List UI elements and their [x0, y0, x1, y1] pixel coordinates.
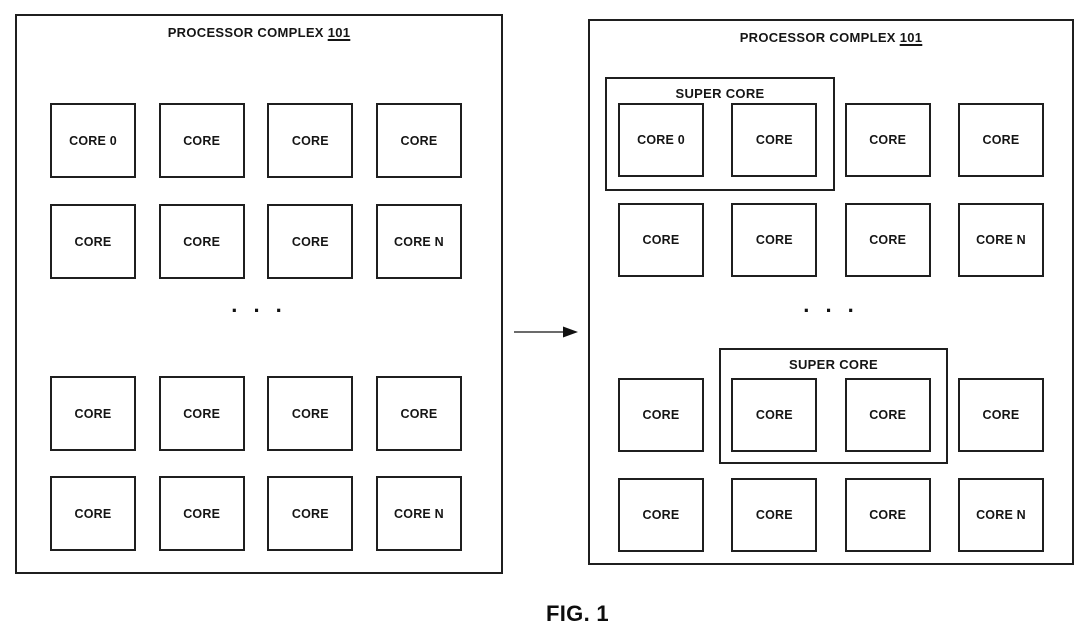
super-core-label: SUPER CORE: [675, 86, 765, 101]
core-row: CORE CORE CORE CORE: [17, 376, 501, 451]
core-box: CORE: [731, 378, 818, 452]
core-box: CORE: [957, 103, 1044, 177]
core-box: CORE: [375, 376, 462, 451]
panel-title-text: PROCESSOR COMPLEX: [167, 25, 324, 40]
core-box: CORE: [267, 476, 354, 551]
core-box: CORE 0: [50, 103, 136, 178]
transform-arrow-icon: [514, 326, 578, 338]
super-core-group: SUPER CORE: [719, 348, 948, 464]
panel-title-text: PROCESSOR COMPLEX: [739, 30, 896, 45]
core-box: CORE: [618, 203, 704, 277]
super-core-label: SUPER CORE: [789, 357, 878, 372]
core-box: CORE: [844, 103, 931, 177]
panel-title-ref: 101: [327, 25, 351, 40]
core-box: CORE 0: [618, 103, 704, 177]
panel-title-ref: 101: [899, 30, 923, 45]
core-box: CORE: [618, 478, 704, 552]
super-core-group: SUPER CORE: [605, 77, 835, 191]
core-box: CORE: [844, 203, 931, 277]
core-box: CORE: [50, 476, 136, 551]
core-row: CORE CORE CORE CORE: [590, 378, 1072, 452]
core-box: CORE: [267, 103, 354, 178]
core-box: CORE: [844, 478, 931, 552]
core-row: CORE 0 CORE CORE CORE: [17, 103, 501, 178]
core-box: CORE N: [957, 478, 1044, 552]
core-box: CORE: [844, 378, 931, 452]
core-box: CORE: [267, 204, 354, 279]
core-box: CORE: [158, 476, 245, 551]
core-box: CORE: [50, 204, 136, 279]
core-box: CORE: [731, 103, 818, 177]
processor-complex-before: PROCESSOR COMPLEX 101 CORE 0 CORE CORE C…: [15, 14, 503, 574]
core-row: CORE CORE CORE CORE N: [17, 204, 501, 279]
core-row: CORE 0 CORE CORE CORE: [590, 103, 1072, 177]
core-box: CORE: [158, 204, 245, 279]
core-box: CORE: [375, 103, 462, 178]
core-box: CORE: [158, 103, 245, 178]
core-box: CORE: [158, 376, 245, 451]
core-box: CORE: [957, 378, 1044, 452]
figure-caption: FIG. 1: [546, 601, 609, 626]
core-box: CORE: [50, 376, 136, 451]
panel-title: PROCESSOR COMPLEX 101: [17, 25, 501, 40]
core-row: CORE CORE CORE CORE N: [590, 203, 1072, 277]
core-box: CORE: [731, 203, 818, 277]
processor-complex-after: PROCESSOR COMPLEX 101 SUPER CORE SUPER C…: [588, 19, 1074, 565]
ellipsis: . . .: [803, 292, 859, 317]
core-box: CORE: [731, 478, 818, 552]
core-box: CORE: [618, 378, 704, 452]
core-box: CORE: [267, 376, 354, 451]
core-box: CORE N: [375, 204, 462, 279]
ellipsis: . . .: [231, 292, 287, 317]
core-row: CORE CORE CORE CORE N: [590, 478, 1072, 552]
core-box: CORE N: [957, 203, 1044, 277]
panel-title: PROCESSOR COMPLEX 101: [590, 30, 1072, 45]
core-row: CORE CORE CORE CORE N: [17, 476, 501, 551]
core-box: CORE N: [375, 476, 462, 551]
